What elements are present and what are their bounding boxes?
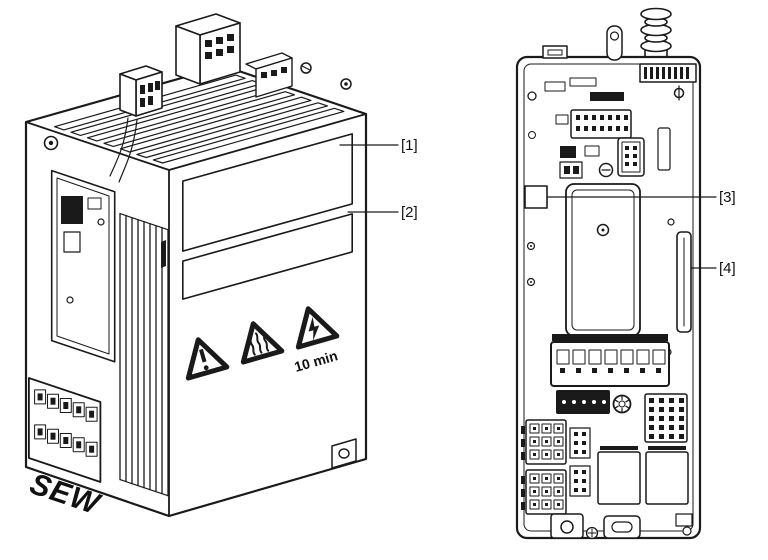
top-connector-small — [109, 65, 163, 183]
callout-4-target-rail — [676, 231, 692, 333]
output-sockets — [597, 446, 689, 505]
warning-hot-surface-icon — [240, 321, 285, 365]
io-pin-block — [644, 393, 688, 443]
control-terminal-block-upper — [521, 419, 567, 465]
housing-edges — [25, 113, 367, 517]
isometric-view: 10 min — [24, 13, 368, 522]
callout-3-target-component — [524, 185, 548, 209]
top-screws-right-icon — [300, 62, 352, 90]
pin-grid — [140, 81, 160, 107]
nameplate-area-1 — [182, 133, 354, 252]
terminal-cells — [34, 389, 98, 457]
top-pin-connector — [639, 63, 697, 83]
callout-4-label: [4] — [719, 260, 736, 277]
warning-electric-shock-icon — [295, 306, 340, 350]
torx-screw-icon — [612, 394, 632, 414]
callouts: [1] [2] [3] [4] — [339, 137, 736, 277]
front-edge-slot — [161, 240, 166, 268]
warning-general-icon — [185, 337, 230, 381]
top-connector-large — [175, 13, 241, 85]
front-open-view — [515, 7, 702, 540]
top-vent-plate — [245, 52, 293, 98]
pin-grid — [205, 34, 234, 59]
memory-connector — [556, 390, 610, 414]
front-recess-panel — [50, 169, 116, 363]
callout-3-label: [3] — [719, 189, 736, 206]
main-terminal-strip — [550, 334, 670, 387]
power-terminal-block — [27, 377, 102, 483]
top-screw-left-icon — [43, 135, 59, 151]
callout-1-label: [1] — [401, 137, 418, 154]
cable-grommet — [640, 7, 672, 63]
aux-connectors — [569, 427, 591, 497]
discharge-time-label: 10 min — [292, 347, 339, 375]
callout-2-label: [2] — [401, 204, 418, 221]
top-edge-details — [527, 25, 697, 101]
mounting-foot — [331, 438, 357, 469]
control-terminal-block-lower — [521, 469, 567, 515]
heatsink-fins — [119, 212, 169, 497]
signal-connector — [555, 109, 632, 139]
component-cluster — [528, 127, 671, 179]
nameplate-area-2 — [182, 213, 354, 300]
top-louvers — [53, 74, 345, 164]
cable-lines — [109, 117, 138, 183]
bottom-mounting-details — [550, 513, 693, 540]
central-cover-plate — [565, 183, 641, 337]
